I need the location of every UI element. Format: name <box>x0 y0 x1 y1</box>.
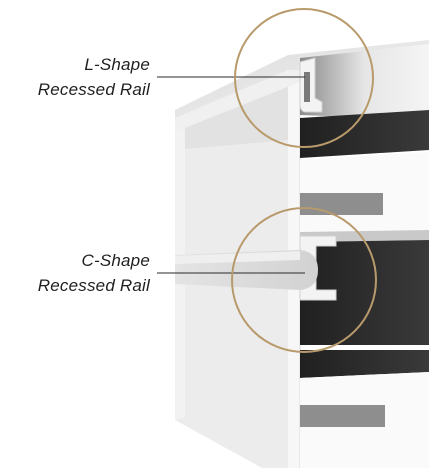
c-shape-detail-circle <box>231 207 377 353</box>
countertop-front-edge <box>175 70 300 132</box>
c-shape-label-line2: Recessed Rail <box>37 276 150 295</box>
c-shape-pull-highlight <box>175 251 300 264</box>
l-shape-detail-circle <box>234 8 374 148</box>
l-rail-recess-shadow <box>300 44 429 120</box>
l-rail-inner-shadow <box>304 72 310 102</box>
upper-handle-bar <box>300 193 383 215</box>
top-drawer-front <box>300 152 429 232</box>
l-shape-label-line1: L-Shape <box>84 55 150 74</box>
l-shape-label-line2: Recessed Rail <box>37 80 150 99</box>
l-shape-recessed-rail-label: L-Shape Recessed Rail <box>38 52 150 102</box>
top-dark-band <box>300 110 429 158</box>
middle-dark-panel <box>300 240 429 345</box>
lower-dark-band <box>300 350 429 378</box>
c-shape-recessed-rail-label: C-Shape Recessed Rail <box>38 248 150 298</box>
lower-handle-bar <box>300 405 385 427</box>
c-shape-label-line1: C-Shape <box>81 251 150 270</box>
